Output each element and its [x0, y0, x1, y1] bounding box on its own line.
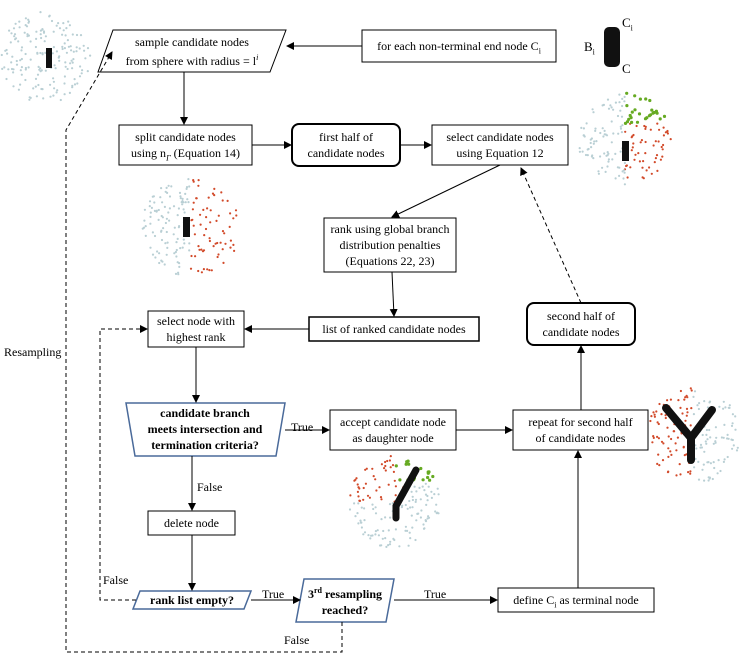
ranked-list-box-shape: [308, 316, 480, 342]
repeat-label: repeat for second half of candidate node…: [528, 415, 633, 445]
select-highest-box-shape: [147, 310, 245, 348]
select-eq12-box-shape: [431, 124, 569, 166]
resampling-label: 3rd resampling reached?: [307, 586, 383, 617]
delete-box-shape: [147, 510, 236, 536]
criteria-label: candidate branch meets intersection and …: [147, 406, 263, 452]
ranked-list-label: list of ranked candidate nodes: [322, 322, 466, 336]
legend-c-bottom-label: C: [622, 61, 631, 76]
resampling-decision-shape: [295, 578, 395, 623]
legend-b-label: Bi: [584, 39, 595, 57]
edge-label-true-empty: True: [262, 587, 285, 601]
define-terminal-label: define Ci as terminal node: [513, 593, 639, 610]
select-eq12-label: select candidate nodes using Equation 12: [446, 130, 554, 160]
sphere-illustration-selected: [578, 91, 672, 186]
dashed-connectors: [65, 51, 582, 653]
rank-global-label: rank using global branch distribution pe…: [330, 222, 450, 268]
define-terminal-box-shape: [497, 587, 655, 613]
accept-label: accept candidate node as daughter node: [340, 415, 446, 445]
for-each-label: for each non-terminal end node Ci: [377, 39, 541, 56]
rank-empty-decision-shape: [131, 590, 253, 610]
rank-empty-label: rank list empty?: [150, 593, 234, 607]
solid-connectors: [180, 42, 585, 604]
sphere-illustration-split: [141, 178, 238, 276]
second-half-label: second half of candidate nodes: [542, 309, 620, 339]
edge-label-true-resampling: True: [424, 587, 447, 601]
legend-segment-icon: [604, 27, 620, 67]
edge-label-resampling: Resampling: [4, 345, 62, 359]
sample-box-shape: [97, 29, 287, 73]
edge-label-false-resampling: False: [284, 633, 310, 647]
sample-label: sample candidate nodes from sphere with …: [125, 35, 259, 68]
rank-global-box-shape: [323, 217, 457, 273]
sphere-illustration-second-daughter: [645, 387, 739, 482]
split-box-shape: [118, 124, 253, 166]
edge-label-false-empty: False: [103, 573, 129, 587]
sphere-illustration-top-left: [0, 11, 92, 102]
select-highest-label: select node with highest rank: [157, 314, 235, 344]
edge-label-false-criteria: False: [197, 480, 223, 494]
first-half-label: first half of candidate nodes: [307, 130, 385, 160]
legend-c-top-label: Ci: [622, 15, 633, 33]
edge-label-true-criteria: True: [291, 420, 314, 434]
repeat-box-shape: [512, 409, 649, 451]
delete-label: delete node: [164, 516, 219, 530]
split-label: split candidate nodes using nΓ (Equation…: [131, 130, 240, 163]
criteria-decision-shape: [125, 402, 286, 457]
sphere-illustration-daughter: [348, 455, 440, 549]
